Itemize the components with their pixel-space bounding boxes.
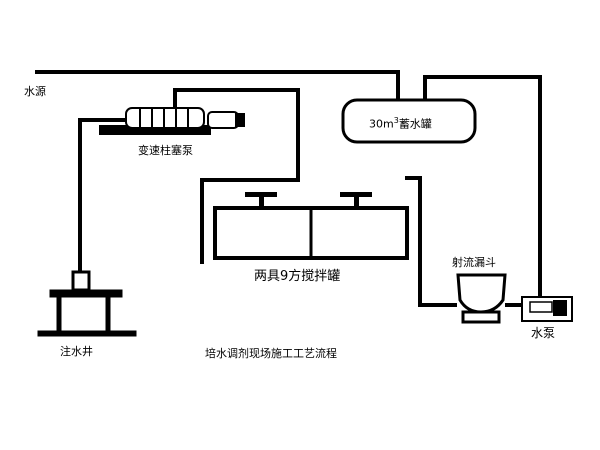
- pump-to-well-pipe: [78, 118, 130, 274]
- label-water-source: 水源: [24, 85, 46, 98]
- diagram-title: 培水调剂现场施工工艺流程: [205, 347, 337, 360]
- pump-to-mixer-pipe: [173, 88, 300, 264]
- jet-hopper: [456, 273, 507, 324]
- agitator-left: [245, 192, 277, 208]
- label-jet-hopper: 射流漏斗: [452, 256, 496, 269]
- tank-to-pump-pipe: [423, 75, 542, 307]
- label-water-pump: 水泵: [531, 326, 556, 340]
- label-mixing-tanks: 两具9方搅拌罐: [254, 269, 341, 284]
- injection-well: [37, 270, 137, 337]
- water-pump: [521, 296, 573, 322]
- label-injection-well: 注水井: [60, 345, 93, 358]
- water-source-pipe: [35, 70, 400, 102]
- plunger-pump: [99, 107, 245, 135]
- mixer-to-hopper-pipe: [405, 176, 457, 307]
- label-plunger-pump: 变速柱塞泵: [138, 144, 193, 157]
- label-storage-tank-sup: 3: [393, 116, 399, 125]
- mixing-tanks: [213, 192, 409, 260]
- storage-tank: [341, 98, 477, 144]
- label-storage-tank-suffix: 蓄水罐: [398, 117, 432, 131]
- label-storage-tank-prefix: 30m: [369, 117, 394, 131]
- label-storage-tank: 30m3蓄水罐: [369, 117, 432, 130]
- agitator-right: [340, 192, 372, 208]
